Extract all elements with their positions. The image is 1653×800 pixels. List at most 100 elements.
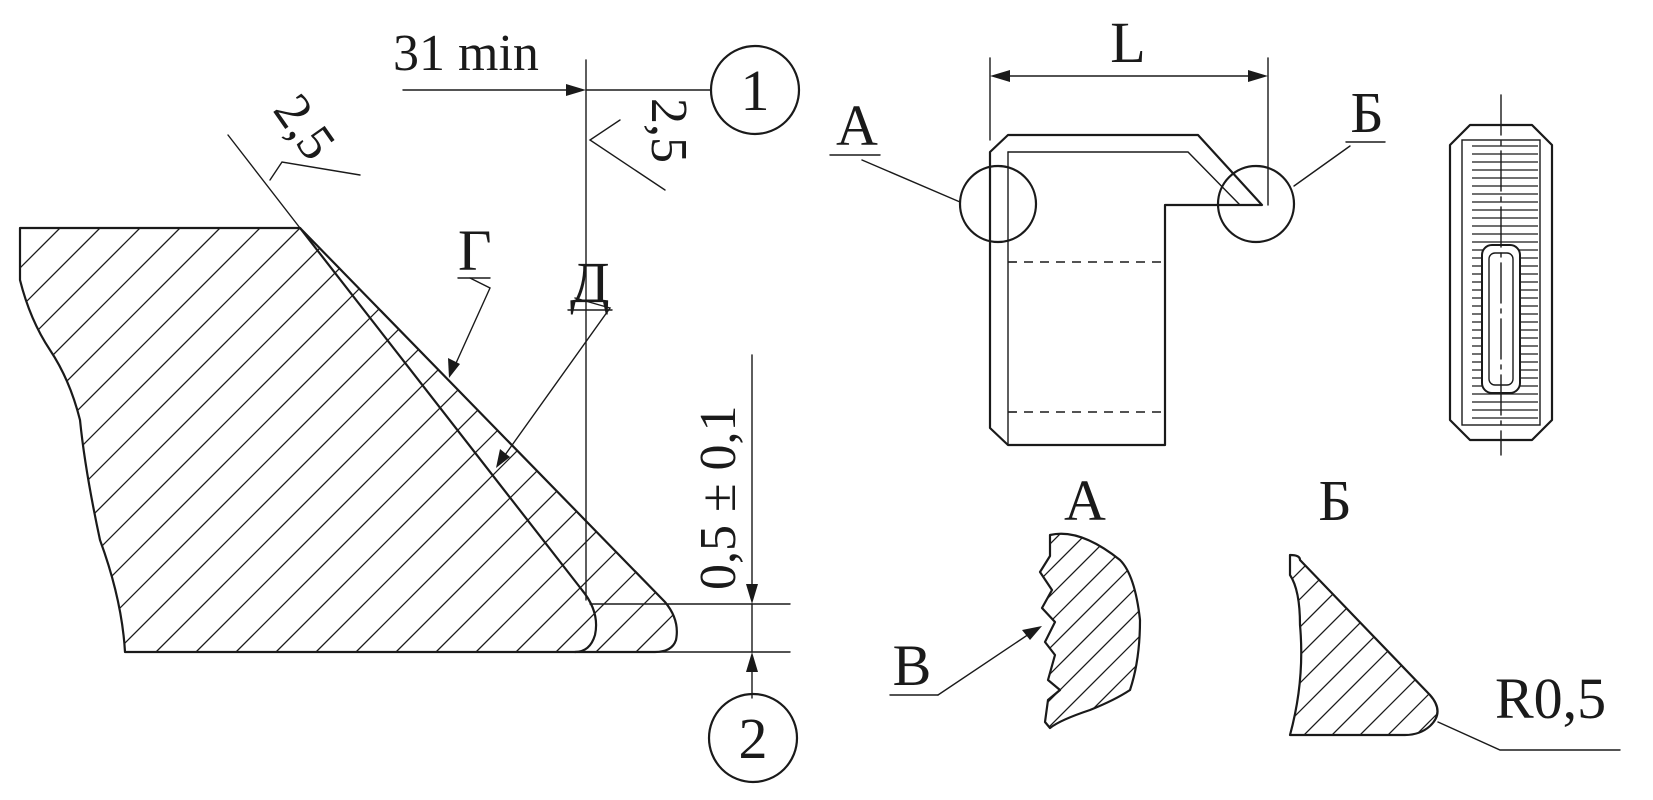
detail-B-view: Б R0,5: [1107, 468, 1653, 751]
hatch-line: [1040, 533, 1041, 728]
hatch-line: [20, 228, 101, 652]
main-section-view: 31 min 2,5 2,5 1 2 Г Д 0,5 ± 0,1: [18, 25, 1500, 784]
hatch-line: [1358, 555, 1438, 735]
hatch-line: [876, 228, 1300, 652]
hatch-line: [1290, 555, 1317, 735]
hatch-line: [1611, 555, 1653, 736]
label-B-detail: Б: [1318, 468, 1351, 533]
hatch-line: [75, 228, 501, 652]
leader-D: [499, 297, 612, 463]
label-V-leader: [937, 629, 1036, 696]
roughness-check-left: [269, 161, 361, 181]
hatch-line: [20, 228, 341, 652]
roughness-check-right: [588, 119, 666, 191]
hatch-line: [20, 228, 61, 652]
hatch-line: [1386, 555, 1438, 735]
hatch-line: [1202, 528, 1404, 730]
detail-B-outline: [1288, 553, 1439, 737]
dim-tolerance-arrow-up: [746, 652, 758, 672]
hatch-line: [1040, 533, 1093, 728]
hatch-line: [1123, 533, 1140, 728]
hatch-line: [20, 228, 21, 652]
roughness-leader-left: [227, 134, 301, 229]
hatch-line: [716, 228, 1140, 652]
hatch-line: [1071, 533, 1140, 728]
part-outline: [988, 133, 1264, 447]
hatch-line: [1290, 555, 1373, 735]
radius-text: R0,5: [1495, 666, 1606, 731]
hatch-line: [35, 228, 461, 652]
hatch-line: [20, 228, 381, 652]
hatch-line: [1302, 555, 1438, 735]
detail-A-leader: [861, 159, 961, 203]
dim-L-arrow-right: [1248, 70, 1268, 82]
label-G: Г: [458, 218, 492, 283]
callout-2-text: 2: [739, 706, 768, 771]
hatch-line: [20, 228, 141, 652]
hatch-line: [435, 228, 677, 652]
roughness-right-text: 2,5: [640, 98, 697, 163]
hatch-line: [20, 228, 221, 652]
hatch-line: [475, 228, 677, 652]
hatch-line: [20, 228, 301, 652]
leader-G-arrow: [448, 358, 460, 378]
hatch-line: [1040, 533, 1119, 728]
dim-31min-arrow: [566, 84, 586, 96]
hatch-line: [20, 228, 181, 652]
hatch-line: [916, 228, 1340, 652]
detail-A-hatching: [1040, 528, 1508, 730]
callout-2-circle: [707, 692, 799, 784]
hatch-line: [1150, 528, 1352, 730]
detail-A-circle: [958, 164, 1038, 244]
callout-1-circle: [709, 44, 801, 136]
hatch-line: [836, 228, 1260, 652]
hatch-line: [20, 228, 421, 652]
hatch-line: [595, 228, 677, 652]
hatch-line: [1076, 228, 1500, 652]
end-view-outline: [1448, 123, 1554, 442]
dim-L-arrow-left: [990, 70, 1010, 82]
hatch-line: [1306, 528, 1508, 730]
dim-31min-text: 31 min: [393, 25, 539, 82]
inner-edge-D: [298, 226, 598, 654]
part-front-view: L А Б: [829, 10, 1386, 447]
hatch-line: [1290, 555, 1429, 735]
dim-tolerance-arrow-down: [746, 584, 758, 604]
hatch-line: [1107, 555, 1288, 736]
main-section-outline: [18, 226, 678, 654]
detail-A-view: А В: [889, 468, 1508, 730]
hatch-line: [1290, 555, 1345, 735]
hatch-line: [756, 228, 1180, 652]
hatch-line: [996, 228, 1420, 652]
label-V-arrow: [1022, 626, 1042, 640]
hatch-line: [1176, 528, 1378, 730]
dim-L-text: L: [1110, 10, 1145, 75]
hatch-line: [1330, 555, 1438, 735]
callout-1-text: 1: [741, 58, 770, 123]
hatch-line: [1097, 533, 1140, 728]
hatch-line: [1254, 528, 1456, 730]
roughness-left-text: 2,5: [262, 84, 346, 170]
detail-B-leader: [1293, 145, 1351, 187]
radius-leader: [1437, 721, 1621, 751]
hatch-line: [1036, 228, 1460, 652]
detail-B-circle: [1216, 164, 1296, 244]
hatch-line: [115, 228, 541, 652]
leader-D-arrow: [496, 449, 510, 468]
detail-A-outline: [1038, 532, 1142, 730]
hatch-line: [555, 228, 677, 652]
hatch-line: [20, 228, 261, 652]
label-V: В: [893, 633, 932, 698]
hatch-line: [1290, 555, 1401, 735]
dim-tolerance-text: 0,5 ± 0,1: [690, 405, 747, 590]
part-end-view: [1448, 94, 1554, 456]
label-D: Д: [570, 250, 610, 315]
label-B-top: Б: [1350, 80, 1383, 145]
hatch-line: [1228, 528, 1430, 730]
hatch-line: [956, 228, 1380, 652]
label-A-detail: А: [1064, 468, 1106, 533]
label-A-top: А: [836, 93, 878, 158]
hatch-line: [1045, 533, 1140, 728]
hatch-line: [195, 228, 621, 652]
